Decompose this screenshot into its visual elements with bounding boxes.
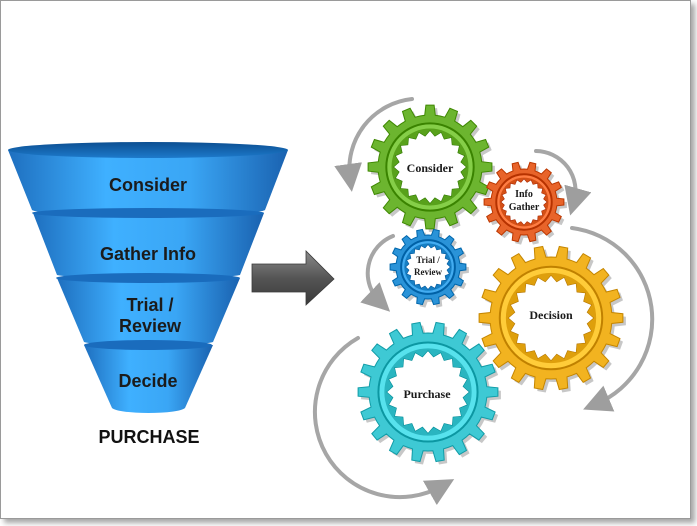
funnel-rim-2 [32,208,264,218]
gear-layer [357,104,626,465]
gear-info-gather [483,161,567,245]
gear-label-review: Review [414,267,442,277]
funnel-rim-3 [56,273,240,283]
gear-label-consider: Consider [407,161,454,175]
gear-label-decision: Decision [529,308,573,322]
cycle-arrow-trial [360,234,395,312]
gear-label-purchase: Purchase [403,387,451,401]
cycle-arrows [312,97,655,506]
cycle-arrow-info [534,149,592,216]
funnel-segment-trial-review [57,278,240,347]
funnel-label-decide: Decide [118,371,177,391]
arrow-right-icon [251,250,335,306]
funnel-segment-gather-info [33,213,264,280]
gear-trial-review [389,228,469,308]
funnel: Consider Gather Info Trial / Review Deci… [8,142,288,447]
funnel-label-trial: Trial / [126,295,173,315]
cycle-arrow-consider [334,97,414,192]
funnel-segment-consider [8,150,288,217]
funnel-top-rim [8,142,288,158]
gear-label-trial: Trial / [416,255,440,265]
funnel-segment-decide [84,345,213,414]
gear-purchase [357,321,501,465]
gear-decision [478,245,626,393]
funnel-bottom-label: PURCHASE [98,427,199,447]
funnel-label-consider: Consider [109,175,187,195]
funnel-rim-4 [84,340,212,350]
gear-consider [367,104,495,232]
funnel-label-gather-info: Gather Info [100,244,196,264]
gear-label-gather: Gather [509,202,540,213]
funnel-label-review: Review [119,316,182,336]
cycle-arrow-purchase [312,336,455,506]
gear-label-info: Info [515,189,533,200]
cycle-arrow-decision [570,226,655,412]
